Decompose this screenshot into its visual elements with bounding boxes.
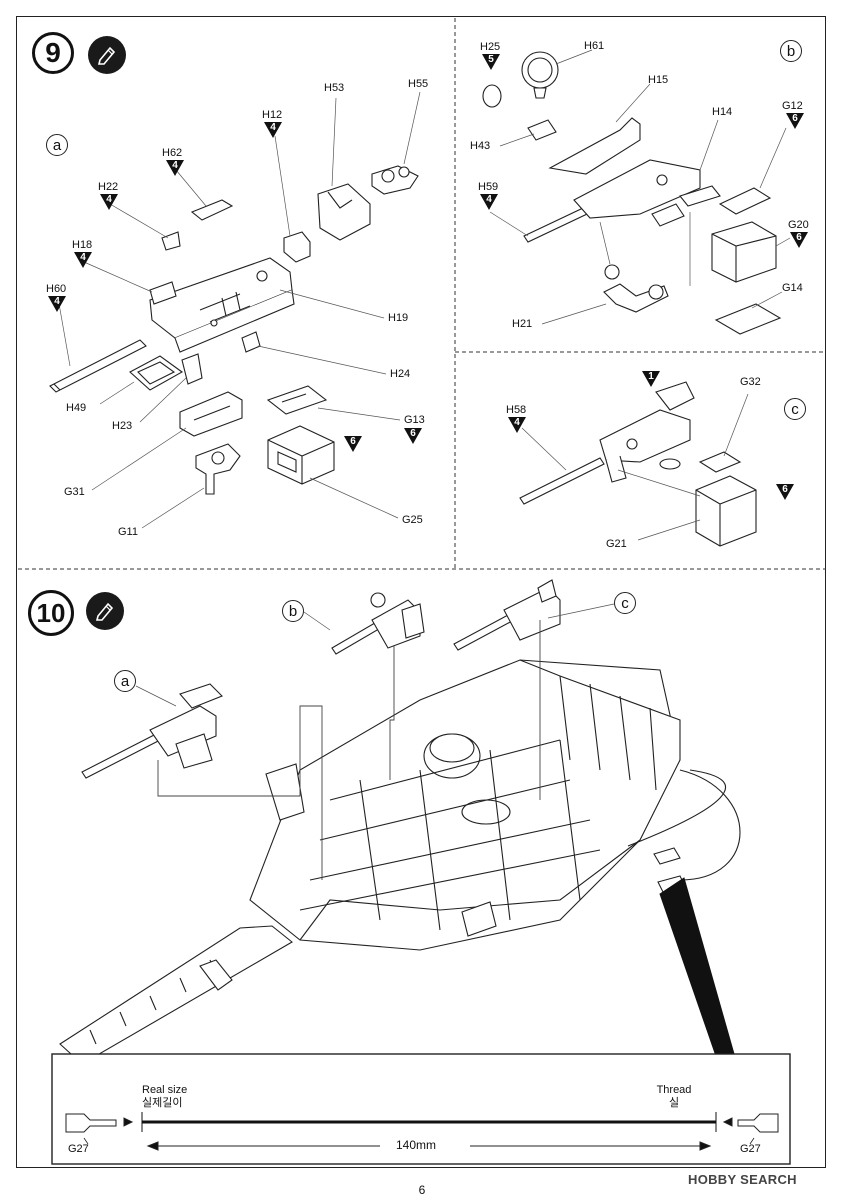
watermark: HOBBY SEARCH	[688, 1172, 797, 1187]
part-label-g25: G25	[402, 514, 423, 526]
sub-assembly-a-marker: a	[114, 670, 136, 692]
part-label-h59: H59	[478, 181, 499, 193]
step-10-number: 10	[28, 590, 74, 636]
paint-color-marker: 6	[786, 113, 804, 129]
step-9-number: 9	[32, 32, 74, 74]
sub-assembly-b-marker: b	[282, 600, 304, 622]
part-label-g31: G31	[64, 486, 85, 498]
paint-color-marker: 4	[264, 122, 282, 138]
part-label-g32: G32	[740, 376, 761, 388]
paint-color-marker: 4	[74, 252, 92, 268]
part-label-g20: G20	[788, 219, 809, 231]
thread-label: Thread 실	[656, 1084, 692, 1109]
sub-assembly-b-marker: b	[780, 40, 802, 62]
part-label-g27-right: G27	[740, 1143, 761, 1155]
part-label-g12: G12	[782, 100, 803, 112]
part-label-h49: H49	[66, 402, 87, 414]
part-label-h21: H21	[512, 318, 533, 330]
part-label-h23: H23	[112, 420, 133, 432]
thread-length-dimension: 140mm	[396, 1138, 437, 1152]
page-frame	[16, 16, 826, 1168]
part-label-h58: H58	[506, 404, 527, 416]
part-label-h18: H18	[72, 239, 93, 251]
part-label-g21: G21	[606, 538, 627, 550]
paint-color-marker: 1	[642, 371, 660, 387]
part-label-h43: H43	[470, 140, 491, 152]
part-label-h22: H22	[98, 181, 119, 193]
sub-assembly-a-marker: a	[46, 134, 68, 156]
part-label-h60: H60	[46, 283, 67, 295]
paint-color-marker: 6	[404, 428, 422, 444]
paint-color-marker: 6	[790, 232, 808, 248]
part-label-h62: H62	[162, 147, 183, 159]
paint-color-marker: 6	[344, 436, 362, 452]
sub-assembly-c-marker: c	[614, 592, 636, 614]
part-label-h19: H19	[388, 312, 409, 324]
paint-color-marker: 4	[100, 194, 118, 210]
glue-pen-icon	[88, 36, 126, 74]
part-label-g11: G11	[118, 526, 138, 538]
part-label-h25: H25	[480, 41, 501, 53]
paint-color-marker: 4	[480, 194, 498, 210]
part-label-h55: H55	[408, 78, 429, 90]
paint-color-marker: 4	[166, 160, 184, 176]
part-label-g27-left: G27	[68, 1143, 89, 1155]
paint-color-marker: 5	[482, 54, 500, 70]
part-label-g13: G13	[404, 414, 425, 426]
part-label-h14: H14	[712, 106, 733, 118]
sub-assembly-c-marker: c	[784, 398, 806, 420]
page-number: 6	[418, 1183, 426, 1197]
real-size-label: Real size 실제길이	[142, 1084, 188, 1109]
paint-color-marker: 4	[48, 296, 66, 312]
paint-color-marker: 6	[776, 484, 794, 500]
part-label-h15: H15	[648, 74, 669, 86]
paint-color-marker: 4	[508, 417, 526, 433]
part-label-g14: G14	[782, 282, 803, 294]
part-label-h53: H53	[324, 82, 345, 94]
glue-pen-icon	[86, 592, 124, 630]
part-label-h24: H24	[390, 368, 411, 380]
part-label-h12: H12	[262, 109, 283, 121]
part-label-h61: H61	[584, 40, 605, 52]
